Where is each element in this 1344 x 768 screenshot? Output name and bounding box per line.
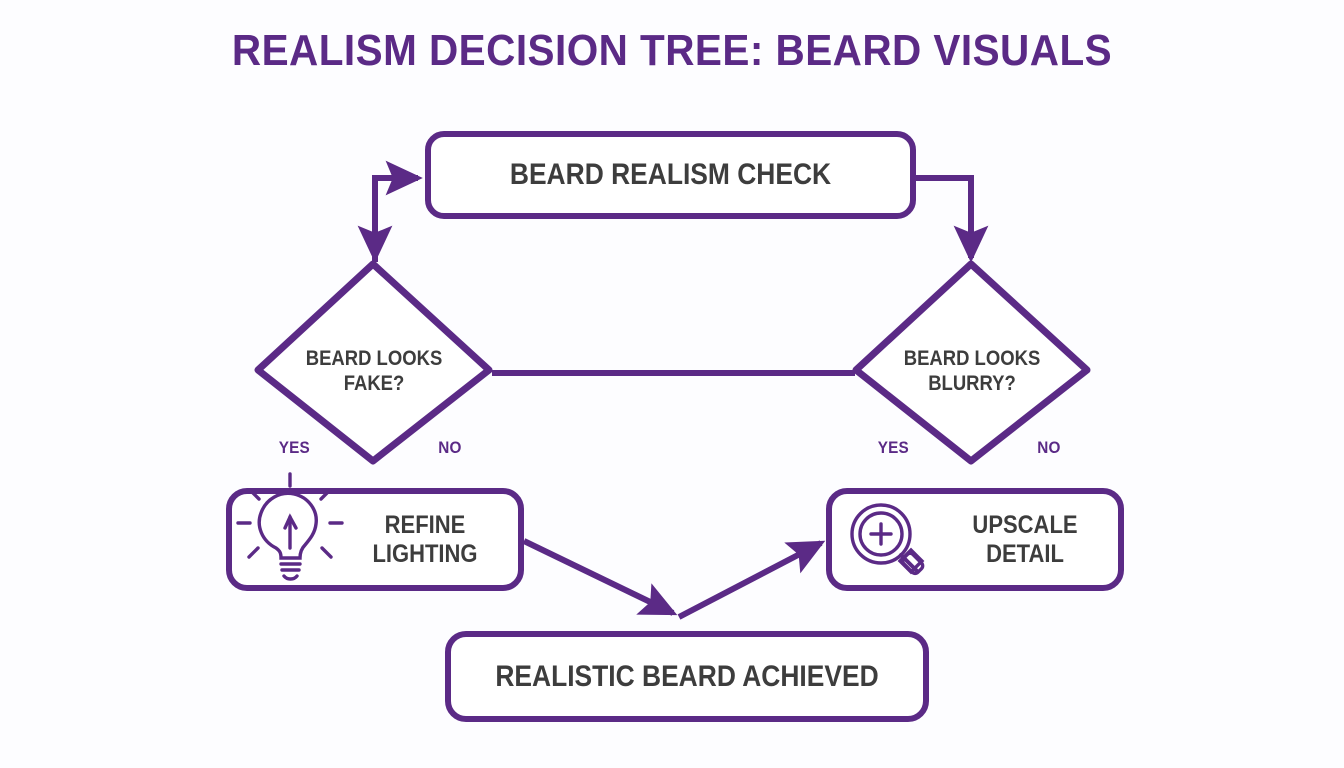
lightbulb-icon bbox=[236, 472, 344, 581]
node-realistic-beard-achieved[interactable] bbox=[445, 631, 929, 722]
edge-label-blurry-yes: YES bbox=[877, 438, 909, 457]
node-beard-looks-blurry[interactable] bbox=[852, 260, 1091, 465]
node-refine-lighting[interactable] bbox=[226, 488, 524, 591]
page-title: REALISM DECISION TREE: BEARD VISUALS bbox=[231, 26, 1113, 75]
connector-root-to-blurry bbox=[916, 175, 989, 263]
node-beard-looks-fake[interactable] bbox=[254, 260, 493, 465]
edge-label-fake-no: NO bbox=[438, 438, 462, 457]
connector-root-to-fake bbox=[357, 160, 423, 263]
connector-refine-to-outcome bbox=[522, 538, 678, 616]
edge-label-fake-yes: YES bbox=[278, 438, 310, 457]
connector-outcome-to-upscale bbox=[677, 540, 826, 620]
edge-label-blurry-no: NO bbox=[1037, 438, 1061, 457]
magnifier-plus-icon bbox=[850, 503, 925, 576]
node-beard-realism-check[interactable] bbox=[425, 131, 916, 219]
